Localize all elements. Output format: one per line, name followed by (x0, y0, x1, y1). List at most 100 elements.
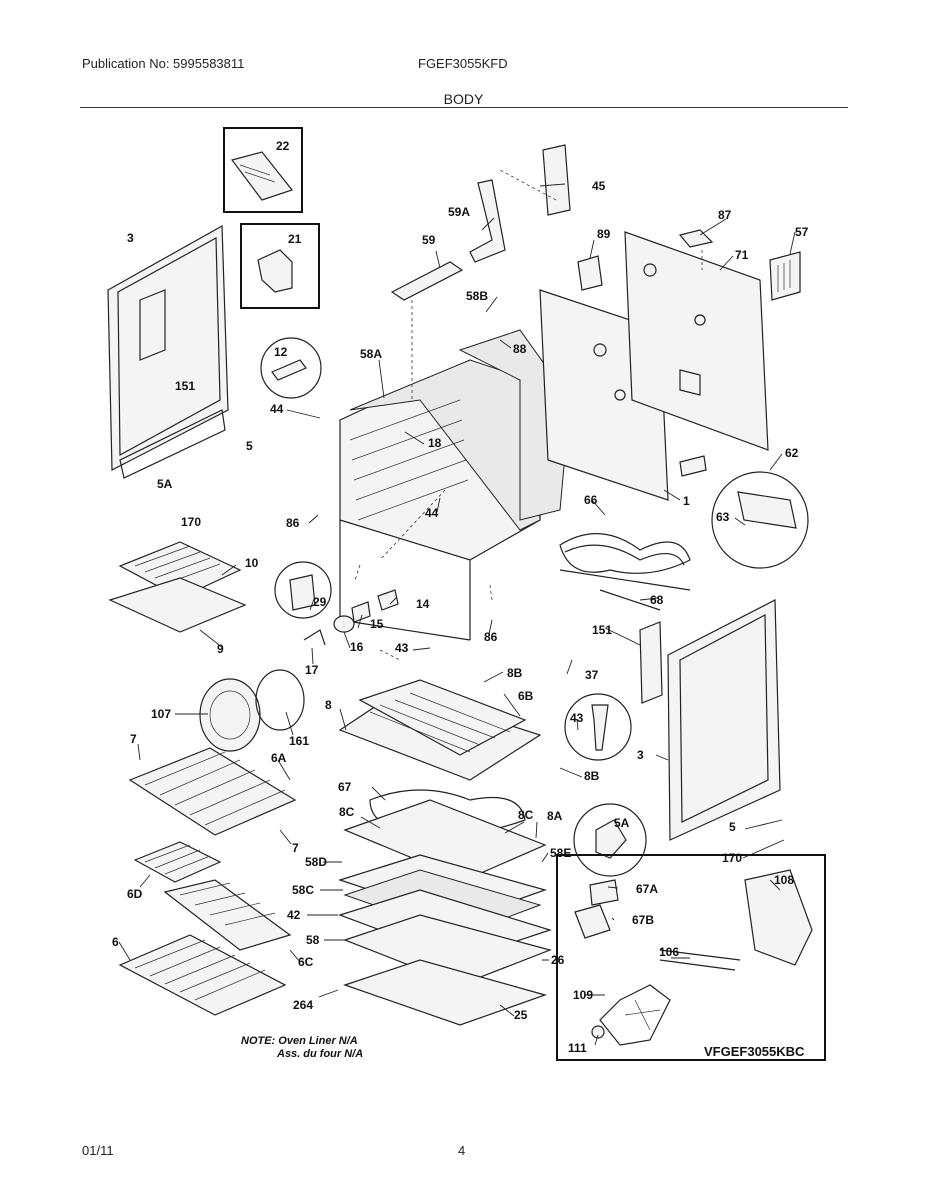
model-number: FGEF3055KFD (418, 56, 508, 71)
callout-5A: 5A (157, 477, 173, 491)
callout-68: 68 (650, 593, 664, 607)
callout-58E: 58E (550, 846, 571, 860)
callout-66: 66 (584, 493, 598, 507)
callout-59A: 59A (448, 205, 470, 219)
callout-44-lower: 44 (425, 506, 439, 520)
note-line-1: NOTE: Oven Liner N/A (241, 1035, 358, 1047)
callout-45: 45 (592, 179, 606, 193)
callout-86-lower: 86 (484, 630, 498, 644)
callout-5: 5 (246, 439, 253, 453)
callout-170-right: 170 (722, 851, 742, 865)
callout-161: 161 (289, 734, 309, 748)
callout-42: 42 (287, 908, 301, 922)
callout-8C-right: 8C (518, 808, 534, 822)
callout-67B: 67B (632, 913, 654, 927)
callout-15: 15 (370, 617, 384, 631)
callout-3-right: 3 (637, 748, 644, 762)
callout-89: 89 (597, 227, 611, 241)
callout-170: 170 (181, 515, 201, 529)
callout-88: 88 (513, 342, 527, 356)
callout-14: 14 (416, 597, 430, 611)
callout-6A: 6A (271, 751, 287, 765)
callout-63: 63 (716, 510, 730, 524)
publication-number: Publication No: 5995583811 (82, 56, 245, 71)
callout-44: 44 (270, 402, 284, 416)
broiler-pan (108, 541, 247, 633)
callout-7: 7 (130, 732, 137, 746)
callout-67: 67 (338, 780, 352, 794)
side-panel-right (639, 599, 781, 841)
top-strips (390, 144, 801, 301)
header-divider (80, 107, 848, 108)
detail-circle-43 (564, 693, 632, 761)
small-parts (274, 561, 619, 939)
callout-87: 87 (718, 208, 732, 222)
convection-fan-inset (556, 854, 826, 1061)
callout-12: 12 (274, 345, 288, 359)
drawer-assembly (338, 789, 552, 1026)
callout-111: 111 (568, 1041, 587, 1055)
diagram-code: VFGEF3055KBC (704, 1044, 805, 1059)
callout-151: 151 (175, 379, 195, 393)
callout-22: 22 (276, 139, 290, 153)
callout-107: 107 (151, 707, 171, 721)
section-title: BODY (443, 91, 484, 107)
callout-108: 108 (774, 873, 794, 887)
back-panels (539, 231, 769, 501)
callout-21: 21 (288, 232, 302, 246)
callout-8B-upper: 8B (507, 666, 523, 680)
callout-43-detail: 43 (570, 711, 584, 725)
callout-58D: 58D (305, 855, 327, 869)
callout-62: 62 (785, 446, 799, 460)
footer-date: 01/11 (82, 1143, 114, 1158)
detail-circle-62 (679, 455, 809, 569)
callout-8C-left: 8C (339, 805, 355, 819)
callout-18: 18 (428, 436, 442, 450)
callout-5A-detail: 5A (614, 816, 630, 830)
callout-8A: 8A (547, 809, 563, 823)
callout-106: 106 (659, 945, 679, 959)
oven-cavity (339, 329, 571, 641)
leader-lines (118, 169, 796, 1046)
callout-43: 43 (395, 641, 409, 655)
center-rack (338, 679, 542, 781)
callout-6D: 6D (127, 887, 143, 901)
oven-racks (118, 747, 297, 1016)
callout-67A: 67A (636, 882, 658, 896)
callout-86: 86 (286, 516, 300, 530)
page-number: 4 (458, 1143, 466, 1158)
side-panel-left (107, 224, 229, 479)
callout-5-right: 5 (729, 820, 736, 834)
note-line-2: Ass. du four N/A (276, 1048, 363, 1060)
callout-6B: 6B (518, 689, 534, 703)
callout-10: 10 (245, 556, 259, 570)
callout-71: 71 (735, 248, 749, 262)
callout-25: 25 (514, 1008, 528, 1022)
callout-labels: 22 21 3 151 5 5A 170 45 59A 59 58B 88 58… (112, 139, 809, 1055)
callout-9: 9 (217, 642, 224, 656)
callout-58A: 58A (360, 347, 382, 361)
callout-6C: 6C (298, 955, 314, 969)
inset-box-21 (240, 223, 320, 309)
callout-1: 1 (683, 494, 690, 508)
callout-37: 37 (585, 668, 599, 682)
detail-circle-12 (260, 337, 322, 399)
callout-58: 58 (306, 933, 320, 947)
callout-264: 264 (293, 998, 313, 1012)
broil-element (559, 533, 691, 611)
callout-8: 8 (325, 698, 332, 712)
callout-16: 16 (350, 640, 364, 654)
callout-3: 3 (127, 231, 134, 245)
fan-cover (199, 669, 305, 752)
callout-151-right: 151 (592, 623, 612, 637)
inset-box-22 (223, 127, 303, 213)
callout-29: 29 (313, 595, 327, 609)
callout-7-lower: 7 (292, 841, 299, 855)
callout-57: 57 (795, 225, 809, 239)
callout-6: 6 (112, 935, 119, 949)
callout-58B: 58B (466, 289, 488, 303)
callout-109: 109 (573, 988, 593, 1002)
callout-26: 26 (551, 953, 565, 967)
callout-58C: 58C (292, 883, 314, 897)
